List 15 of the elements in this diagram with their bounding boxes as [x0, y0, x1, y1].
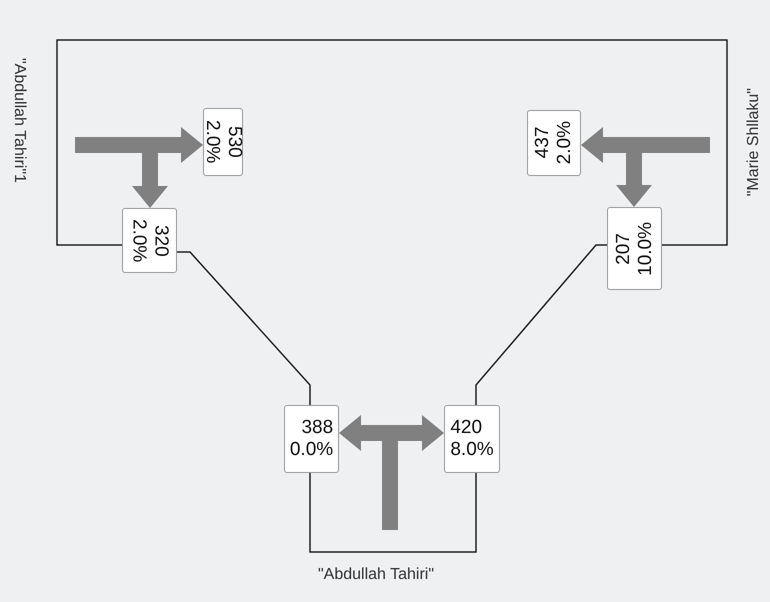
connector-line [309, 473, 477, 553]
value-box: 420 8.0% [444, 405, 500, 473]
name-label: "Abdullah Tahiri"1 [10, 58, 28, 183]
arrow [75, 127, 203, 163]
connector-line [177, 251, 311, 405]
connector-line [475, 244, 607, 405]
value-box: 320 2.0% [122, 208, 177, 273]
value-box: 388 0.0% [284, 405, 339, 473]
value-box: 207 10.0% [607, 207, 662, 290]
value-box: 437 2.0% [527, 110, 581, 176]
name-label: "Marie Shllaku" [745, 88, 763, 196]
arrow [581, 127, 710, 163]
name-label: "Abdullah Tahiri" [318, 566, 434, 584]
connector-line [56, 39, 728, 246]
value-box: 530 2.0% [203, 108, 243, 176]
